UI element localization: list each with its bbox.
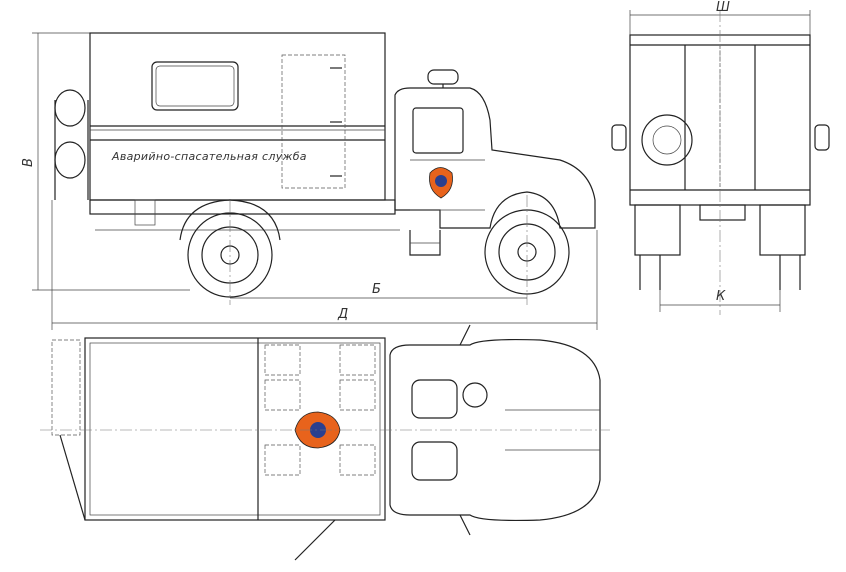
top-view (40, 324, 610, 561)
roof-emblem-icon (294, 411, 341, 449)
roof-hatches (264, 344, 376, 476)
length-dimension-label: Д (338, 307, 349, 322)
wheelbase-dimension-label: Б (372, 282, 381, 297)
width-dimension-label: Ш (716, 0, 730, 15)
rear-view (611, 10, 830, 315)
emergency-emblem-icon (429, 167, 453, 199)
body-side-lettering: Аварийно-спасательная служба (112, 150, 307, 163)
side-view (32, 32, 598, 330)
height-dimension-label: В (20, 158, 36, 167)
track-dimension-label: К (716, 289, 726, 304)
